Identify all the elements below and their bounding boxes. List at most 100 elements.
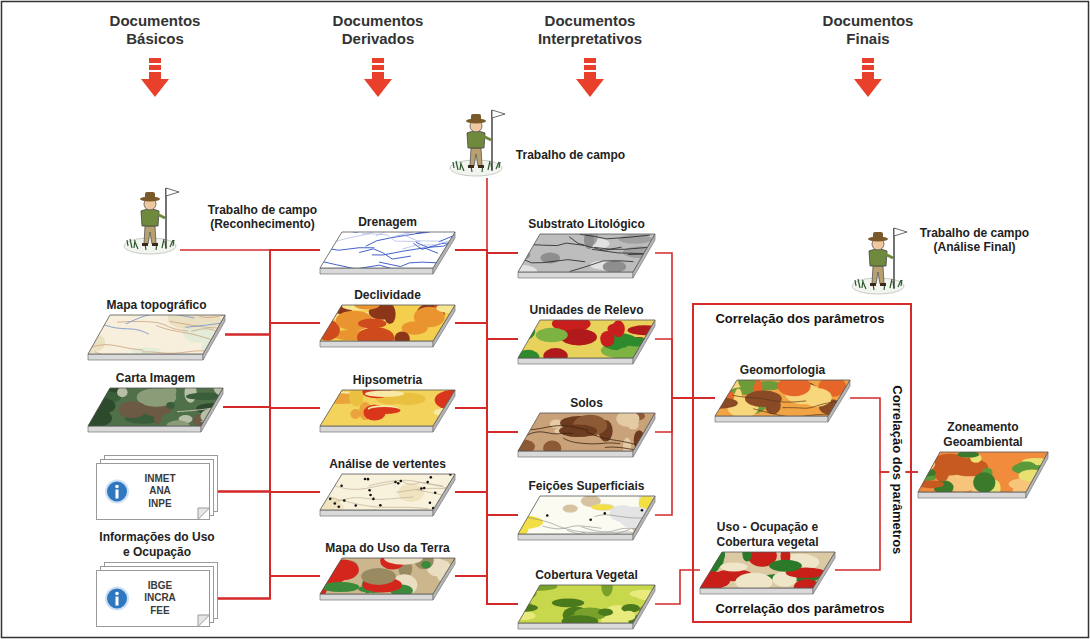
tile-outline	[518, 413, 655, 451]
map-patch	[629, 590, 660, 598]
map-layer: Mapa do Uso da Terra	[320, 541, 455, 600]
map-line	[177, 405, 237, 412]
tile-edge	[700, 588, 813, 594]
map-line	[396, 488, 478, 493]
node-text: Carta Imagem	[88, 371, 223, 385]
map-patch	[701, 544, 726, 566]
map-line	[201, 422, 254, 433]
text-slot: Análise de vertentes	[320, 457, 455, 471]
tile-art	[503, 316, 667, 367]
map-patch	[184, 383, 196, 402]
map-line	[315, 248, 374, 255]
node-text: Drenagem	[320, 215, 455, 229]
map-tile-shape	[518, 320, 655, 364]
map-dot	[329, 498, 332, 501]
map-patch	[700, 397, 737, 408]
map-tile-shape	[320, 305, 455, 347]
text-slot: Zoneamento Geoambiental	[918, 420, 1048, 449]
text-slot: IBGE INCRA FEE	[138, 580, 182, 618]
map-line	[592, 248, 668, 254]
map-line	[416, 490, 496, 499]
map-tile-shape	[715, 380, 850, 422]
label-slot: Documentos Interpretativos	[528, 12, 652, 48]
map-tile	[689, 544, 835, 596]
map-dot	[423, 487, 426, 490]
connector	[850, 398, 918, 472]
map-layer: Substrato Litológico	[518, 217, 655, 278]
text-slot: Carta Imagem	[88, 371, 223, 385]
map-tile-shape	[518, 413, 655, 457]
map-dot	[399, 480, 402, 483]
connector	[225, 250, 320, 335]
map-line	[172, 350, 250, 359]
text-slot: Correlação dos parâmetros	[694, 311, 906, 327]
map-tile-shape	[320, 558, 455, 600]
map-patch	[647, 590, 657, 605]
tile-edge	[320, 341, 433, 347]
map-patch	[720, 563, 747, 572]
map-patch	[691, 571, 730, 589]
info-icon	[106, 588, 128, 610]
map-tile	[503, 316, 667, 367]
map-patch	[444, 326, 463, 337]
map-tile	[303, 469, 497, 520]
map-line	[320, 227, 382, 246]
label-slot: Trabalho de campo (Análise Final)	[912, 226, 1037, 255]
map-patch	[508, 604, 538, 612]
map-patch	[82, 399, 94, 412]
map-tile	[508, 410, 664, 457]
map-line	[170, 321, 249, 328]
node-text: Correlação dos parâmetros	[694, 311, 906, 327]
map-layer: Uso - Ocupação e Cobertura vegetal	[700, 520, 835, 594]
tile-art	[303, 469, 497, 520]
map-patch	[623, 438, 631, 457]
map-dot	[523, 510, 526, 513]
map-dot	[368, 489, 371, 492]
node-text: Hipsometria	[320, 373, 455, 387]
tile-edge	[518, 534, 633, 540]
tile-art	[903, 451, 1058, 501]
map-tile	[310, 218, 498, 274]
map-line	[199, 313, 269, 320]
down-arrow	[364, 58, 392, 97]
tile-outline	[518, 496, 655, 534]
tile-outline	[88, 388, 223, 426]
map-layer: Unidades de Relevo	[518, 303, 655, 364]
map-patch	[326, 559, 358, 580]
map-patch	[117, 387, 127, 397]
map-dot	[364, 478, 367, 481]
map-dot	[603, 512, 606, 515]
map-line	[580, 234, 650, 239]
map-line	[524, 243, 585, 245]
map-patch	[398, 484, 424, 502]
connector	[223, 250, 320, 407]
map-tile-shape	[518, 234, 655, 278]
map-line	[331, 498, 428, 509]
map-tile	[700, 373, 850, 422]
map-patch	[508, 439, 535, 454]
text-slot: Correlação dos parâmetros	[694, 601, 906, 617]
label-slot: Documentos Básicos	[93, 12, 217, 48]
column-heading: Documentos Derivados	[316, 12, 440, 48]
text-slot: Informações do Uso e Ocupação	[96, 530, 218, 559]
map-patch	[365, 391, 404, 398]
node-text: IBGE INCRA FEE	[138, 580, 182, 618]
map-patch	[368, 407, 400, 414]
map-tile-shape	[320, 390, 455, 432]
info-icon	[106, 481, 128, 503]
connector	[223, 407, 320, 492]
node-text: Uso - Ocupação e Cobertura vegetal	[700, 520, 835, 549]
map-tile-shape	[700, 552, 835, 594]
map-dot	[322, 473, 325, 476]
tile-art	[500, 577, 669, 631]
fieldwork-label: Trabalho de campo (Reconhecimento)	[200, 203, 325, 232]
tile-art	[506, 490, 661, 537]
connector	[655, 398, 715, 432]
map-line	[587, 432, 656, 452]
map-tile-shape	[320, 232, 455, 274]
map-patch	[1013, 482, 1032, 501]
map-dot	[434, 491, 437, 494]
fieldworker-figure	[450, 110, 505, 176]
map-layer: Solos	[518, 396, 655, 457]
